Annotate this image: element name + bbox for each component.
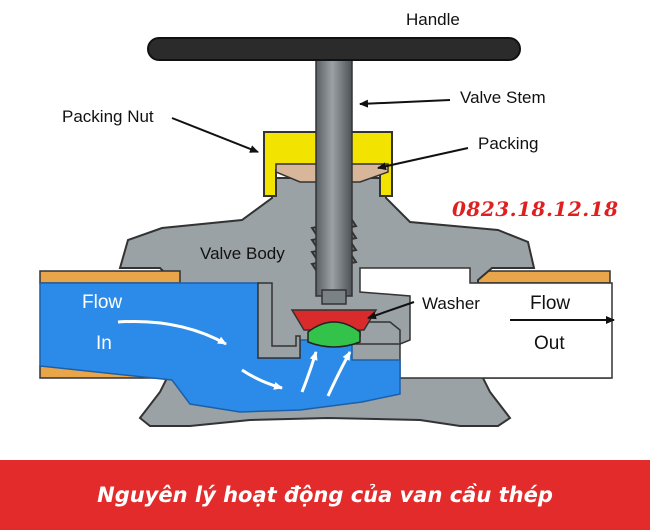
valve-seat-partition — [257, 282, 301, 359]
title-banner: Nguyên lý hoạt động của van cầu thép — [0, 460, 650, 530]
label-washer: Washer — [422, 294, 480, 313]
banner-title: Nguyên lý hoạt động của van cầu thép — [97, 483, 553, 507]
leader-lines — [171, 99, 469, 320]
label-packing-nut: Packing Nut — [62, 107, 154, 126]
label-flow-out-2: Out — [534, 333, 565, 354]
label-flow-in-1: Flow — [82, 292, 122, 313]
label-valve-body: Valve Body — [200, 244, 285, 263]
label-handle: Handle — [406, 10, 460, 29]
inlet-flow-region — [39, 270, 401, 413]
label-flow-in-2: In — [96, 333, 112, 354]
washer-assembly — [290, 289, 378, 348]
inlet-flow-arrows — [117, 320, 352, 397]
label-valve-stem: Valve Stem — [460, 88, 546, 107]
phone-number: 0823.18.12.18 — [452, 197, 619, 221]
valve-stem-shape — [315, 59, 353, 297]
label-flow-out-1: Flow — [530, 293, 570, 314]
globe-valve-diagram: Handle Valve Stem Packing Nut Packing Va… — [39, 10, 619, 427]
handle-shape — [147, 37, 521, 61]
label-packing: Packing — [478, 134, 538, 153]
